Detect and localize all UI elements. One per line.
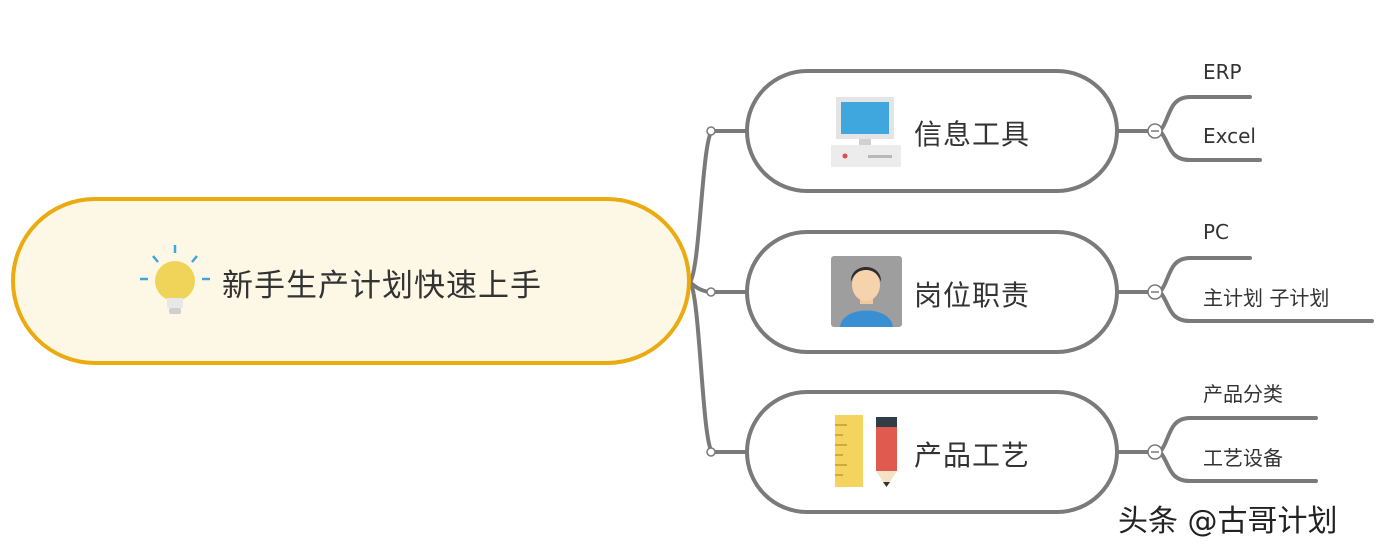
collapse-toggle-3[interactable] — [1147, 444, 1163, 460]
collapse-toggle-2[interactable] — [1147, 284, 1163, 300]
branch-title-3: 产品工艺 — [914, 439, 1031, 472]
leaf-label[interactable]: Excel — [1203, 124, 1256, 148]
connector-branch-2 — [688, 280, 750, 294]
leaf-label[interactable]: 主计划 子计划 — [1203, 286, 1330, 310]
computer-icon — [831, 97, 901, 167]
collapse-toggle-1[interactable] — [1147, 123, 1163, 139]
branch-title-1: 信息工具 — [914, 118, 1031, 151]
root-node[interactable] — [11, 197, 691, 365]
ruler-pencil-icon — [835, 415, 897, 487]
collapse-toggles[interactable] — [1147, 123, 1163, 460]
connector-dot-1 — [706, 126, 716, 136]
leaf-label[interactable]: 工艺设备 — [1203, 446, 1283, 470]
branch-title-2: 岗位职责 — [914, 279, 1031, 312]
person-avatar-icon — [831, 256, 902, 327]
leaf-label[interactable]: 产品分类 — [1203, 382, 1283, 406]
connector-dot-3 — [706, 447, 716, 457]
connector-dots — [706, 126, 716, 457]
root-connectors — [688, 129, 750, 454]
leaf-label[interactable]: PC — [1203, 220, 1230, 244]
watermark: 头条 @古哥计划 — [1118, 504, 1338, 539]
connector-branch-1 — [688, 129, 750, 284]
connector-branch-3 — [688, 280, 750, 454]
root-title: 新手生产计划快速上手 — [222, 268, 542, 304]
leaf-connectors — [1115, 95, 1374, 483]
connector-dot-2 — [706, 287, 716, 297]
leaf-label[interactable]: ERP — [1203, 60, 1242, 84]
lightbulb-icon — [140, 245, 210, 314]
